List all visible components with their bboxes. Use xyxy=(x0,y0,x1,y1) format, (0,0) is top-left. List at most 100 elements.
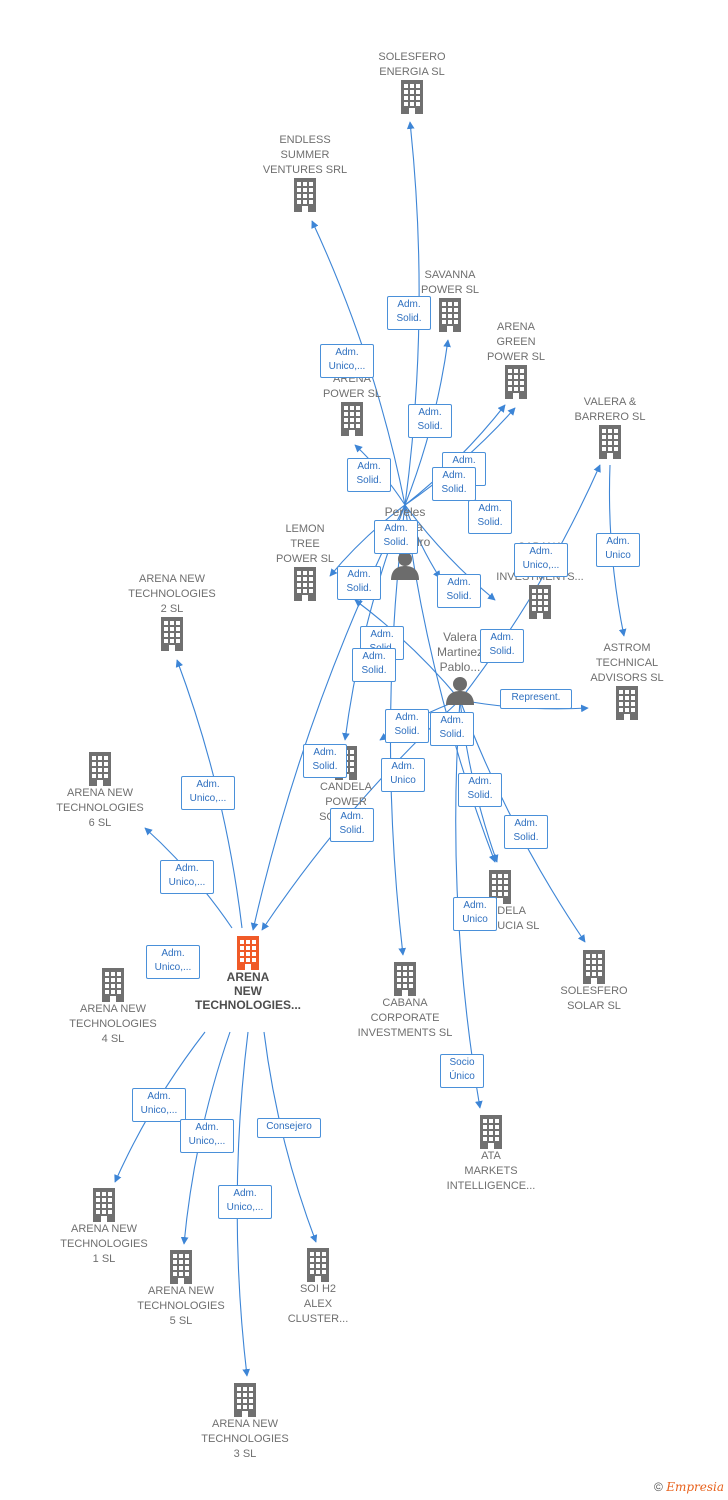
building-icon xyxy=(341,402,363,436)
edge-line xyxy=(263,1031,318,1243)
company-label: ATA MARKETS INTELLIGENCE... xyxy=(446,1150,536,1192)
company-node-solesfero-energia[interactable]: SOLESFERO ENERGIA SL xyxy=(347,50,477,114)
person-node-valera[interactable]: Valera Martinez Pablo... xyxy=(405,630,515,705)
relation-label[interactable]: Adm. Solid. xyxy=(408,404,452,438)
building-icon xyxy=(616,686,638,720)
company-node-arena-nt2[interactable]: ARENA NEW TECHNOLOGIES 2 SL xyxy=(107,572,237,651)
company-node-ata-markets[interactable]: ATA MARKETS INTELLIGENCE... xyxy=(426,1115,556,1194)
building-icon xyxy=(439,298,461,332)
building-icon xyxy=(170,1250,192,1284)
company-node-savanna-power[interactable]: SAVANNA POWER SL xyxy=(385,268,515,332)
company-node-soi-h2[interactable]: SOI H2 ALEX CLUSTER... xyxy=(253,1248,383,1327)
relation-label[interactable]: Adm. Solid. xyxy=(337,566,381,600)
company-node-cabana-corp[interactable]: CABANA CORPORATE INVESTMENTS SL xyxy=(340,962,470,1041)
company-node-arena-nt4[interactable]: ARENA NEW TECHNOLOGIES 4 SL xyxy=(48,968,178,1047)
building-icon xyxy=(102,968,124,1002)
company-label: ARENA NEW TECHNOLOGIES 3 SL xyxy=(201,1418,289,1460)
company-label: ASTROM TECHNICAL ADVISORS SL xyxy=(590,642,664,684)
company-label: ENDLESS SUMMER VENTURES SRL xyxy=(262,134,348,176)
company-node-endless-summer[interactable]: ENDLESS SUMMER VENTURES SRL xyxy=(240,133,370,212)
relation-label[interactable]: Adm. Solid. xyxy=(458,773,502,807)
edge-line xyxy=(404,504,441,579)
company-label: ARENA NEW TECHNOLOGIES 2 SL xyxy=(128,573,216,615)
building-icon xyxy=(599,425,621,459)
relation-label[interactable]: Adm. Unico xyxy=(596,533,640,567)
relation-label[interactable]: Adm. Solid. xyxy=(437,574,481,608)
relation-label[interactable]: Adm. Solid. xyxy=(468,500,512,534)
relation-label[interactable]: Adm. Solid. xyxy=(432,467,476,501)
building-icon xyxy=(480,1115,502,1149)
relation-label[interactable]: Adm. Unico,... xyxy=(146,945,200,979)
company-label: VALERA & BARRERO SL xyxy=(574,396,646,423)
relation-label[interactable]: Adm. Unico,... xyxy=(218,1185,272,1219)
building-icon xyxy=(529,585,551,619)
relation-label[interactable]: Adm. Solid. xyxy=(480,629,524,663)
edge-line xyxy=(250,504,406,931)
relation-label[interactable]: Adm. Solid. xyxy=(385,709,429,743)
company-label: ARENA NEW TECHNOLOGIES 1 SL xyxy=(60,1223,148,1265)
person-icon xyxy=(446,677,474,705)
company-node-arena-power[interactable]: ARENA POWER SL xyxy=(287,372,417,436)
company-node-lemon-tree[interactable]: LEMON TREE POWER SL xyxy=(240,522,370,601)
relation-label[interactable]: Adm. Unico,... xyxy=(514,543,568,577)
relation-label[interactable]: Socio Único xyxy=(440,1054,484,1088)
company-label: ARENA NEW TECHNOLOGIES 5 SL xyxy=(137,1285,225,1327)
company-node-arena-main[interactable]: ARENA NEW TECHNOLOGIES... xyxy=(183,936,313,1012)
company-node-valera-barrero[interactable]: VALERA & BARRERO SL xyxy=(545,395,675,459)
company-node-arena-nt6[interactable]: ARENA NEW TECHNOLOGIES 6 SL xyxy=(35,752,165,831)
edge-line xyxy=(354,599,461,701)
company-label: ARENA NEW TECHNOLOGIES... xyxy=(194,970,301,1012)
relation-label[interactable]: Adm. Solid. xyxy=(330,808,374,842)
edge-line xyxy=(404,504,496,601)
relation-label[interactable]: Adm. Solid. xyxy=(352,648,396,682)
building-icon xyxy=(93,1188,115,1222)
company-node-arena-nt1[interactable]: ARENA NEW TECHNOLOGIES 1 SL xyxy=(39,1188,169,1267)
relation-label[interactable]: Adm. Solid. xyxy=(347,458,391,492)
relation-label[interactable]: Represent. xyxy=(500,689,572,709)
company-node-arena-nt5[interactable]: ARENA NEW TECHNOLOGIES 5 SL xyxy=(116,1250,246,1329)
relation-label[interactable]: Adm. Solid. xyxy=(430,712,474,746)
building-icon xyxy=(583,950,605,984)
building-icon xyxy=(489,870,511,904)
relation-label[interactable]: Adm. Unico xyxy=(453,897,497,931)
footer-brand: © Empresia xyxy=(654,1480,724,1494)
brand-logo[interactable]: Empresia xyxy=(666,1480,724,1494)
building-icon xyxy=(237,936,259,970)
building-icon xyxy=(401,80,423,114)
company-label: ARENA NEW TECHNOLOGIES 4 SL xyxy=(69,1003,157,1045)
relation-label[interactable]: Adm. Solid. xyxy=(504,815,548,849)
relation-label[interactable]: Adm. Solid. xyxy=(374,520,418,554)
relation-label[interactable]: Adm. Unico,... xyxy=(180,1119,234,1153)
company-label: ARENA NEW TECHNOLOGIES 6 SL xyxy=(56,787,144,829)
relation-label[interactable]: Adm. Solid. xyxy=(303,744,347,778)
company-node-arena-nt3[interactable]: ARENA NEW TECHNOLOGIES 3 SL xyxy=(180,1383,310,1462)
company-label: LEMON TREE POWER SL xyxy=(275,523,335,565)
company-label: SOLESFERO SOLAR SL xyxy=(560,985,628,1012)
person-label: Valera Martinez Pablo... xyxy=(436,630,483,674)
company-label: ARENA GREEN POWER SL xyxy=(486,321,546,363)
relation-label[interactable]: Adm. Unico,... xyxy=(320,344,374,378)
building-icon xyxy=(294,178,316,212)
company-label: CABANA CORPORATE INVESTMENTS SL xyxy=(357,997,453,1039)
building-icon xyxy=(307,1248,329,1282)
relation-label[interactable]: Adm. Unico,... xyxy=(132,1088,186,1122)
relation-label[interactable]: Adm. Unico,... xyxy=(160,860,214,894)
copyright-symbol: © xyxy=(654,1480,663,1494)
company-label: SAVANNA POWER SL xyxy=(420,269,480,296)
building-icon xyxy=(234,1383,256,1417)
company-node-arena-green[interactable]: ARENA GREEN POWER SL xyxy=(451,320,581,399)
building-icon xyxy=(505,365,527,399)
company-node-solesfero-solar[interactable]: SOLESFERO SOLAR SL xyxy=(529,950,659,1014)
building-icon xyxy=(89,752,111,786)
relation-label[interactable]: Adm. Unico xyxy=(381,758,425,792)
relation-label[interactable]: Adm. Solid. xyxy=(387,296,431,330)
building-icon xyxy=(161,617,183,651)
company-node-astrom[interactable]: ASTROM TECHNICAL ADVISORS SL xyxy=(562,641,692,720)
person-icon xyxy=(391,552,419,580)
company-label: SOI H2 ALEX CLUSTER... xyxy=(287,1283,349,1325)
company-label: SOLESFERO ENERGIA SL xyxy=(378,51,446,78)
building-icon xyxy=(294,567,316,601)
relation-label[interactable]: Adm. Unico,... xyxy=(181,776,235,810)
relation-label[interactable]: Consejero xyxy=(257,1118,321,1138)
